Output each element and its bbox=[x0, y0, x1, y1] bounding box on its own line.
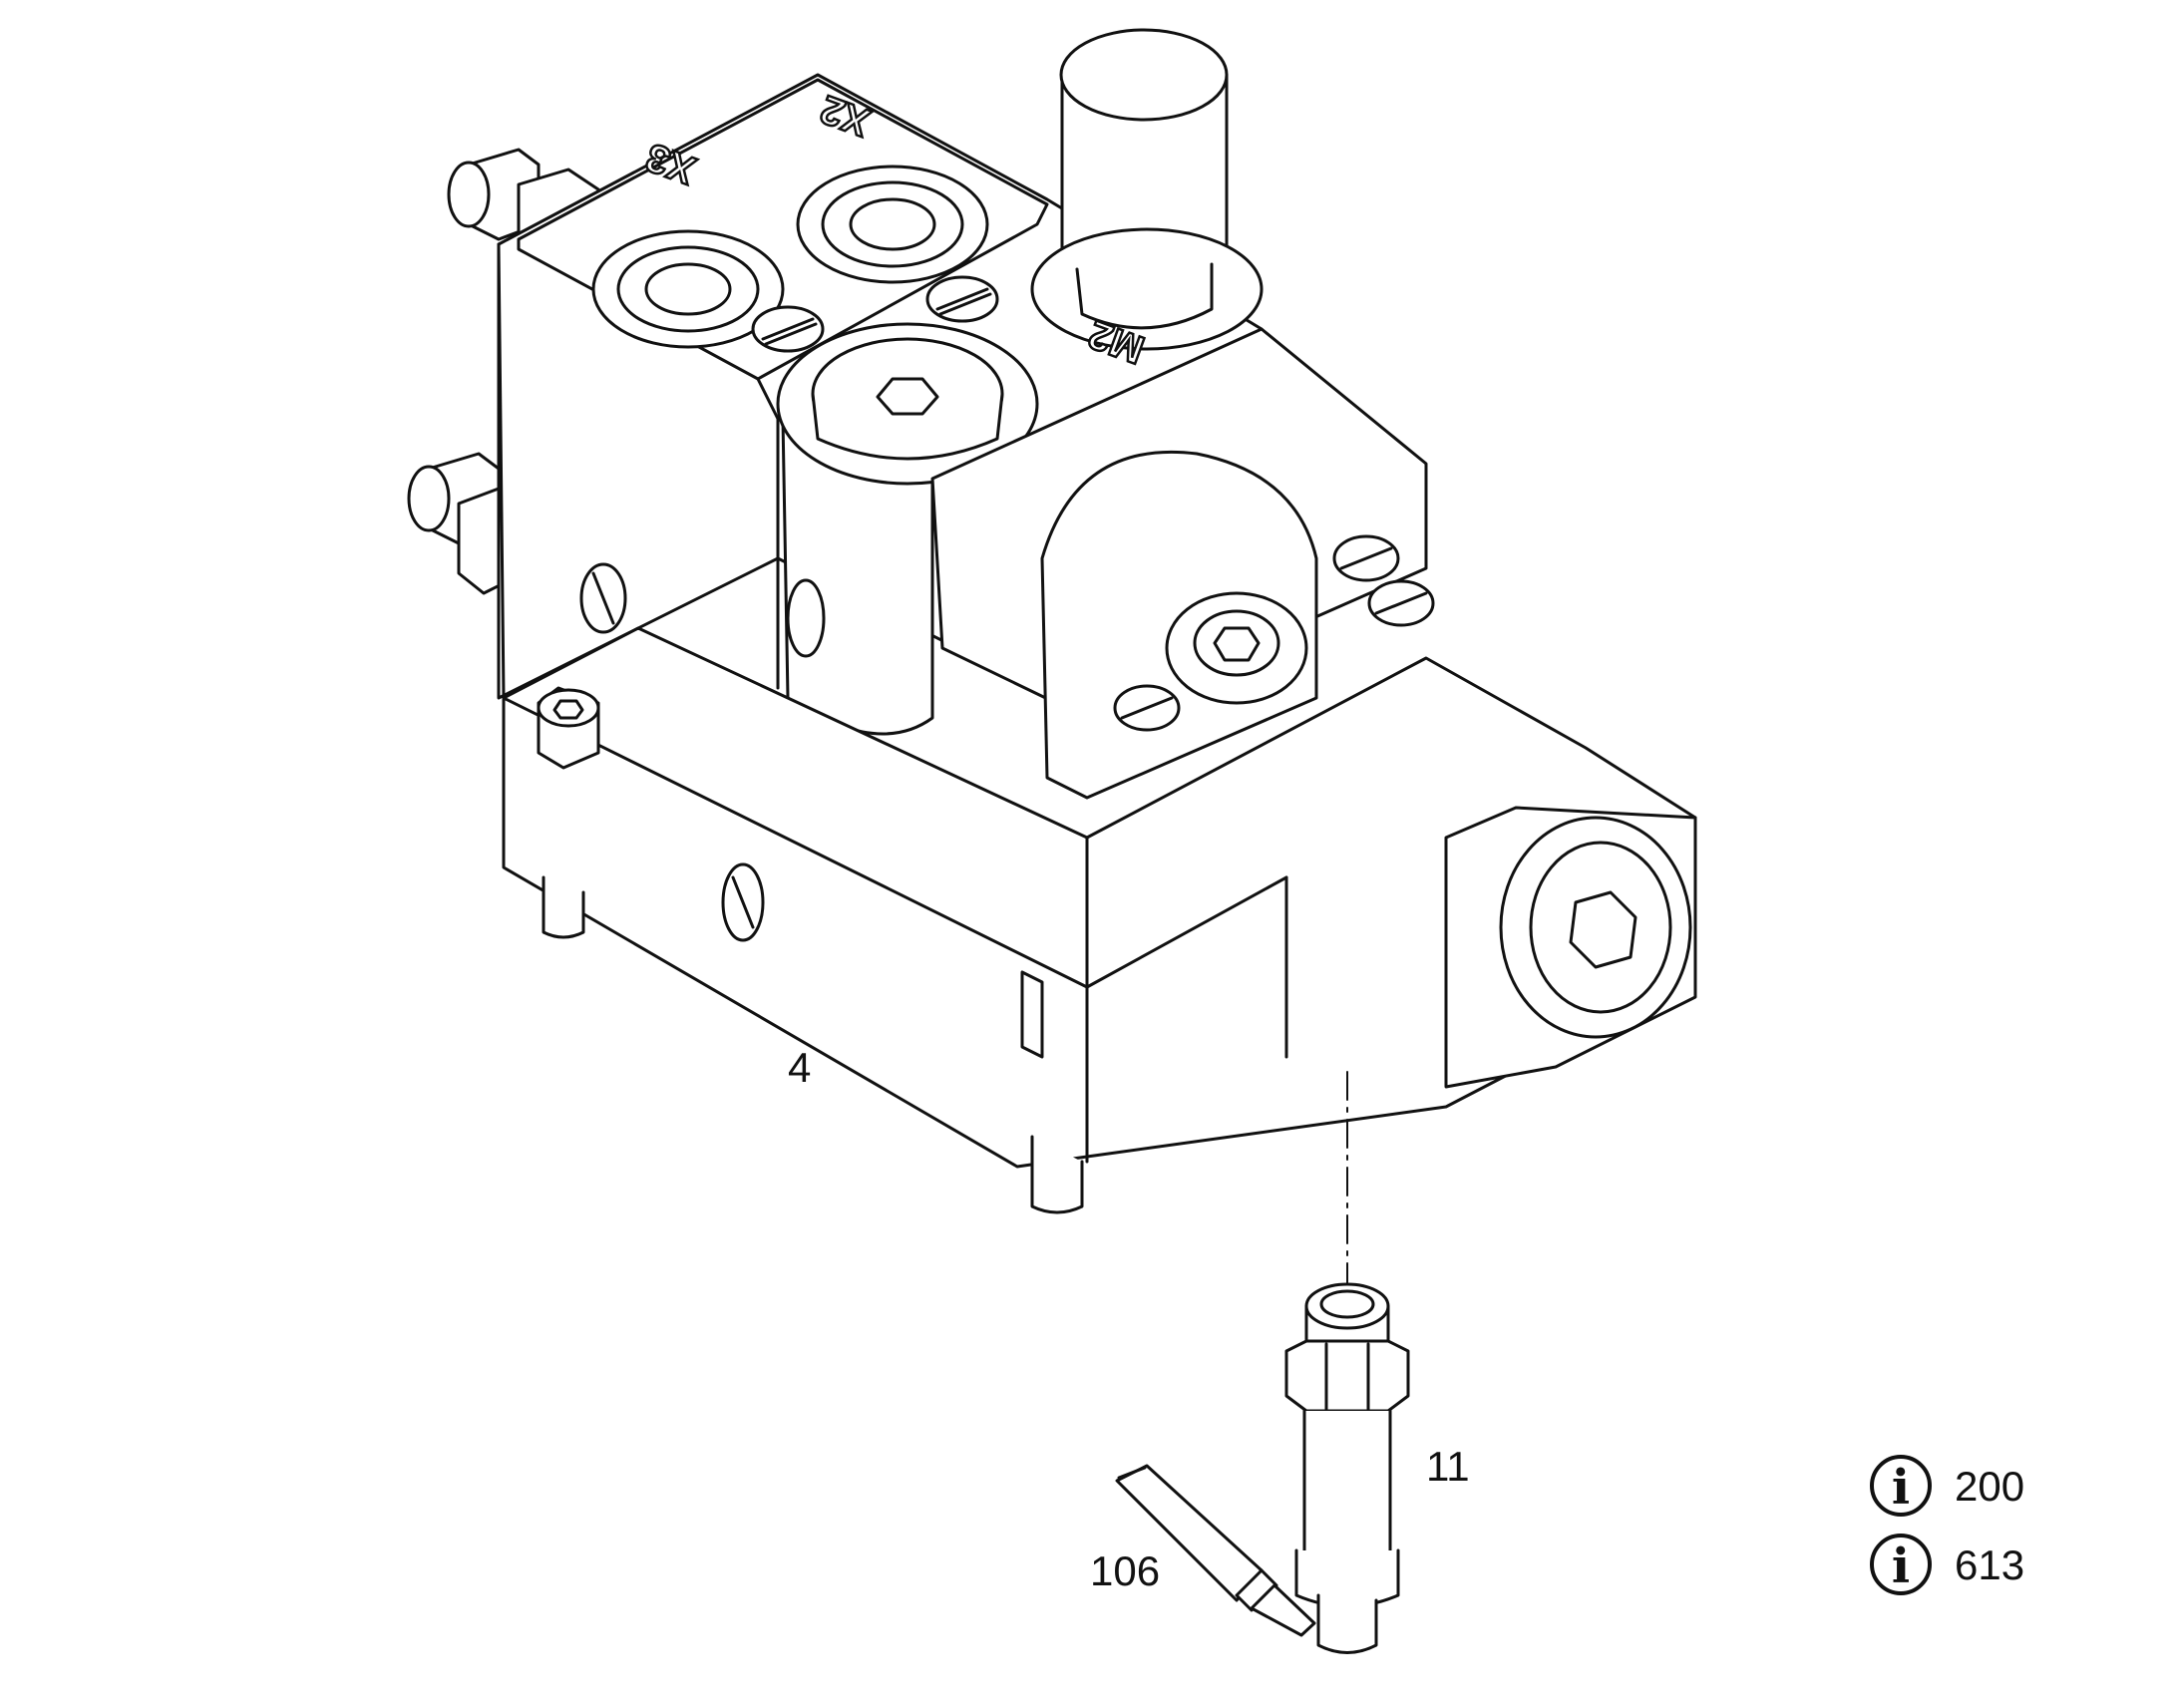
screw-plug-top-2 bbox=[925, 275, 999, 323]
screw-plug-side-3 bbox=[1113, 684, 1181, 732]
info-icon bbox=[1870, 1534, 1932, 1595]
hex-plug-right bbox=[1444, 806, 1697, 1089]
info-ref-1[interactable]: i 200 bbox=[1870, 1455, 2024, 1517]
callout-part-106: 106 bbox=[1090, 1547, 1160, 1594]
screw-plug-side-1 bbox=[1332, 534, 1400, 582]
valve-block: X3 X2 M2 bbox=[407, 28, 1697, 1214]
fitting-part-11 bbox=[1284, 1282, 1410, 1654]
side-boss-right bbox=[579, 327, 1435, 800]
info-ref-value: 200 bbox=[1955, 1463, 2024, 1510]
hex-cap-center bbox=[776, 322, 1039, 736]
info-ref-2[interactable]: i 613 bbox=[1870, 1534, 2024, 1595]
port-x3 bbox=[591, 229, 785, 349]
screw-plug-top-1 bbox=[751, 305, 825, 353]
socket-screw-corner bbox=[537, 686, 600, 770]
screw-plug-side-2 bbox=[1367, 579, 1435, 627]
info-ref-value: 613 bbox=[1955, 1541, 2024, 1588]
info-icon-glyph: i bbox=[1892, 1460, 1910, 1516]
screw-plug-left-face bbox=[579, 562, 627, 634]
sealant-tube-part-106 bbox=[1115, 1464, 1316, 1637]
info-icon-glyph: i bbox=[1892, 1538, 1910, 1594]
callout-part-11: 11 bbox=[1426, 1443, 1470, 1490]
info-icon bbox=[1870, 1455, 1932, 1517]
cap-m2 bbox=[1030, 28, 1264, 351]
callout-part-4: 4 bbox=[788, 1044, 811, 1091]
port-x2 bbox=[796, 165, 989, 284]
